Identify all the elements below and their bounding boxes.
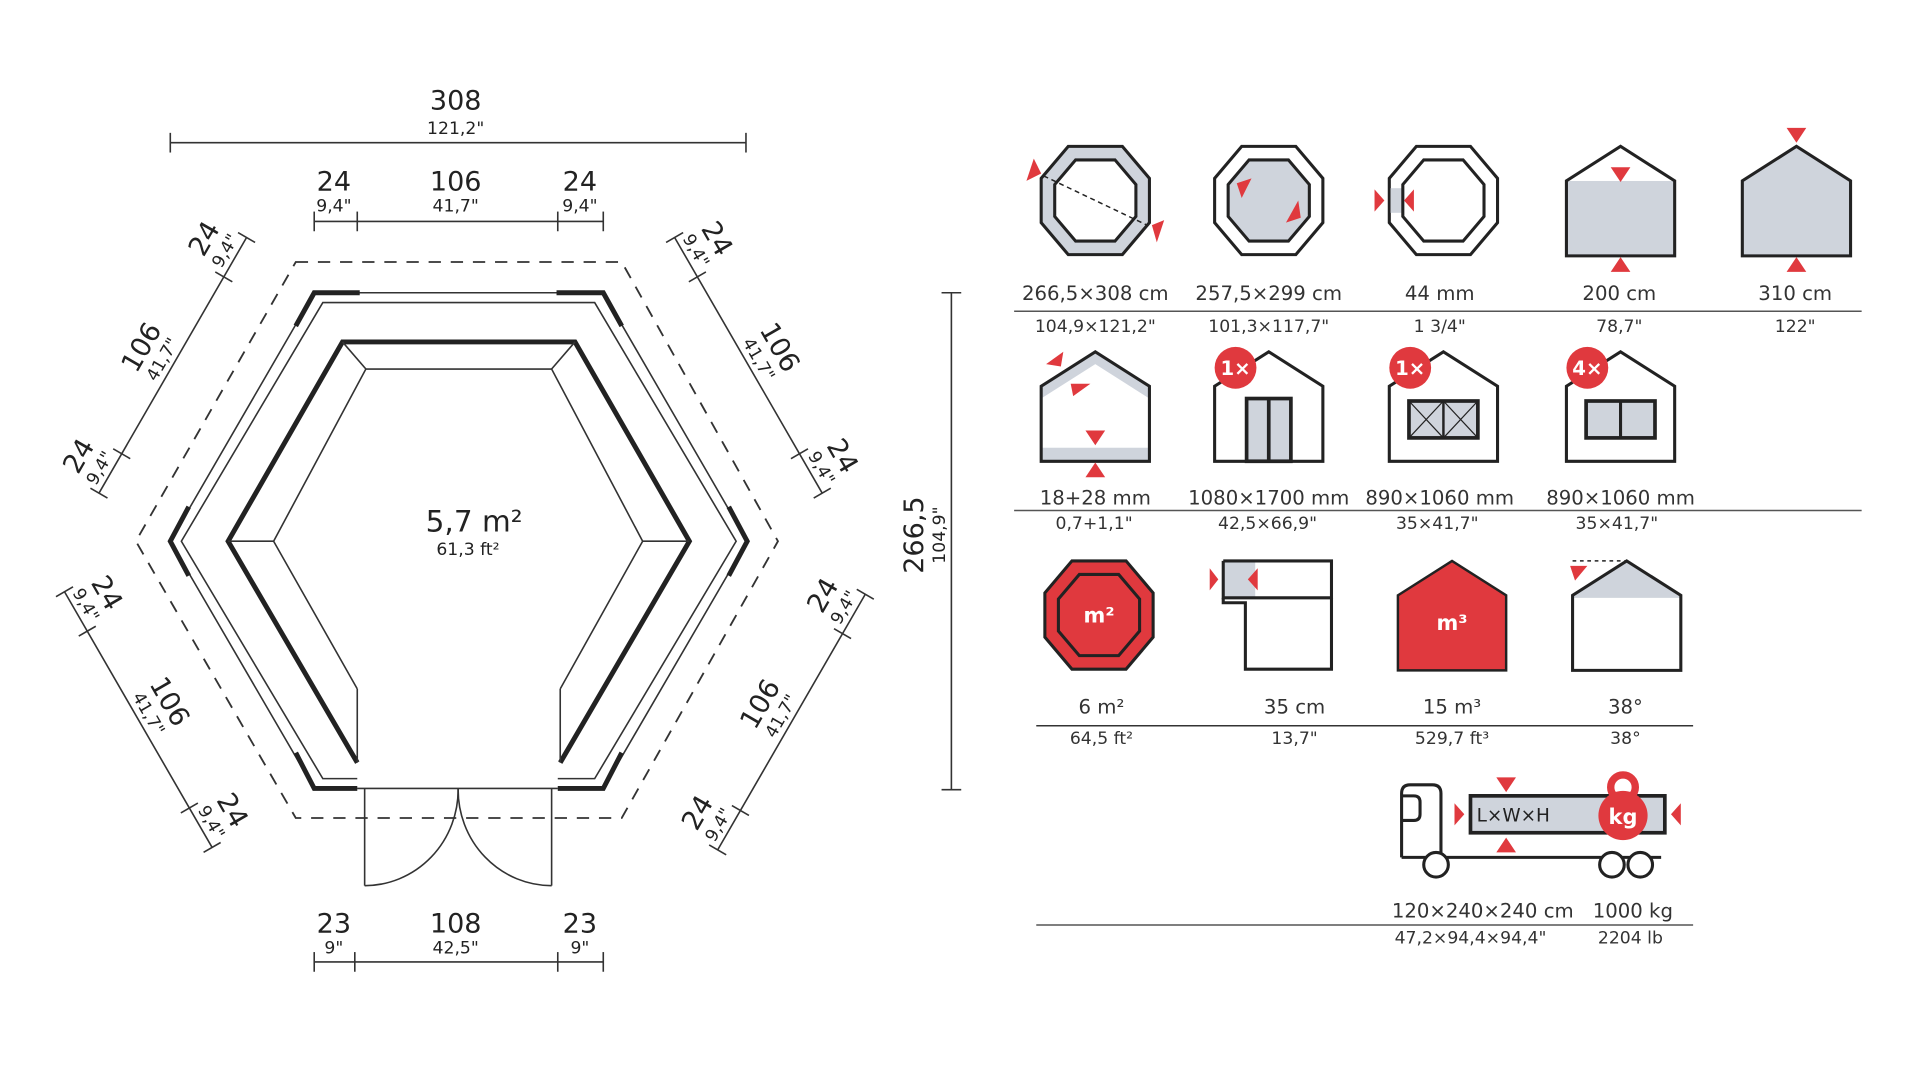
wall-thickness-icon [1374,144,1500,257]
spec-imperial: 1 3/4" [1414,317,1466,337]
floor-plan: 308 121,2" 24 9,4" 106 41,7" 24 9,4" 24 … [55,85,962,972]
row3-labels: 6 m² 64,5 ft² 35 cm 13,7" 15 m³ 529,7 ft… [1036,695,1694,749]
spec-imperial: 104,9×121,2" [1035,317,1156,337]
dimension-upper-right: 24 9,4" 106 41,7" 24 9,4" [665,216,864,499]
spec-imperial: 42,5×66,9" [1218,514,1317,534]
icon-glyph: m³ [1437,611,1468,635]
bottom-seg-2-cm: 108 [430,908,482,939]
window-fixed-icon: 4× [1564,346,1677,463]
spec-metric: 1080×1700 mm [1188,486,1349,509]
ridge-height-icon [1740,127,1853,272]
dimension-upper-left: 24 9,4" 106 41,7" 24 9,4" [57,216,256,499]
spec-imperial: 38° [1610,729,1641,749]
volume-icon: m³ [1396,559,1508,672]
icon-glyph: kg [1609,805,1638,829]
spec-imperial: 101,3×117,7" [1208,317,1329,337]
badge-text: 1× [1395,357,1425,380]
roof-pitch-icon [1570,559,1683,672]
dimension-depth: 266,5 104,9" [899,291,962,791]
door-icon: 1× [1213,346,1325,464]
spec-imperial: 13,7" [1271,729,1317,749]
dimension-lower-left: 24 9,4" 106 41,7" 24 9,4" [55,570,254,854]
spec-metric: 890×1060 mm [1546,486,1695,509]
icon-glyph: m² [1084,603,1115,627]
bottom-seg-2-in: 42,5" [433,938,479,958]
spec-imperial: 35×41,7" [1396,514,1479,534]
dimension-top-segments: 24 9,4" 106 41,7" 24 9,4" [313,167,605,232]
spec-imperial: 0,7+1,1" [1056,514,1133,534]
entrance-door [357,787,558,887]
spec-metric: 15 m³ [1423,695,1481,718]
top-seg-1-cm: 24 [317,167,351,198]
bottom-seg-1-in: 9" [324,938,343,958]
shipping-truck-icon: L×W×H kg [1400,771,1681,879]
external-dimensions-icon [1026,144,1165,257]
quantity-badge [1214,346,1257,389]
depth-cm: 266,5 [899,496,930,573]
bottom-seg-1-cm: 23 [317,908,351,939]
depth-in: 104,9" [930,506,950,563]
internal-dimensions-icon [1213,144,1325,257]
shipping-dimensions-metric: 120×240×240 cm [1392,900,1574,923]
shipping-dimensions-imperial: 47,2×94,4×94,4" [1395,928,1547,948]
top-seg-2-in: 41,7" [433,197,479,217]
spec-metric: 266,5×308 cm [1022,282,1169,305]
top-seg-1-in: 9,4" [316,197,351,217]
roof-floor-thickness-icon [1039,350,1151,478]
spec-metric: 200 cm [1582,282,1656,305]
spec-metric: 18+28 mm [1040,486,1151,509]
total-width-cm: 308 [430,85,482,116]
top-seg-2-cm: 106 [430,167,482,198]
row2-labels: 18+28 mm 0,7+1,1" 1080×1700 mm 42,5×66,9… [1014,486,1862,534]
spec-metric: 310 cm [1758,282,1832,305]
spec-imperial: 64,5 ft² [1070,729,1133,749]
spec-metric: 35 cm [1264,695,1325,718]
walls [167,290,750,791]
row1-labels: 266,5×308 cm 104,9×121,2" 257,5×299 cm 1… [1014,282,1862,337]
dimension-bottom-segments: 23 9" 108 42,5" 23 9" [313,908,605,972]
dimension-lower-right: 24 9,4" 106 41,7" 24 9,4" [676,573,875,856]
window-opening-icon: 1× [1387,346,1500,463]
quantity-badge [1389,346,1432,389]
top-seg-3-cm: 24 [563,167,597,198]
floor-area-ft2: 61,3 ft² [436,540,499,560]
floor-area-icon: m² [1043,559,1155,671]
total-width-in: 121,2" [427,119,484,139]
weight-icon: kg [1598,771,1648,841]
shipping-weight-metric: 1000 kg [1593,900,1673,923]
shipping-labels: 120×240×240 cm 47,2×94,4×94,4" 1000 kg 2… [1036,900,1694,948]
badge-text: 4× [1572,357,1602,380]
top-seg-3-in: 9,4" [562,197,597,217]
spec-metric: 890×1060 mm [1365,486,1514,509]
cargo-label: L×W×H [1477,806,1550,827]
spec-metric: 257,5×299 cm [1195,282,1342,305]
spec-imperial: 529,7 ft³ [1415,729,1489,749]
bottom-seg-3-in: 9" [570,938,589,958]
specs-panel: 266,5×308 cm 104,9×121,2" 257,5×299 cm 1… [1014,127,1862,948]
spec-metric: 6 m² [1079,695,1125,718]
roof-outline [134,261,780,819]
spec-imperial: 122" [1775,317,1816,337]
spec-imperial: 78,7" [1596,317,1642,337]
floor-area-m2: 5,7 m² [426,504,523,538]
roof-overhang-icon [1209,559,1334,671]
quantity-badge [1566,346,1609,389]
wall-height-icon [1564,144,1677,272]
dimension-total-width: 308 121,2" [169,85,747,153]
spec-metric: 44 mm [1405,282,1475,305]
spec-imperial: 35×41,7" [1576,514,1659,534]
spec-metric: 38° [1608,695,1643,718]
bottom-seg-3-cm: 23 [563,908,597,939]
shipping-weight-imperial: 2204 lb [1598,928,1663,948]
badge-text: 1× [1220,357,1250,380]
